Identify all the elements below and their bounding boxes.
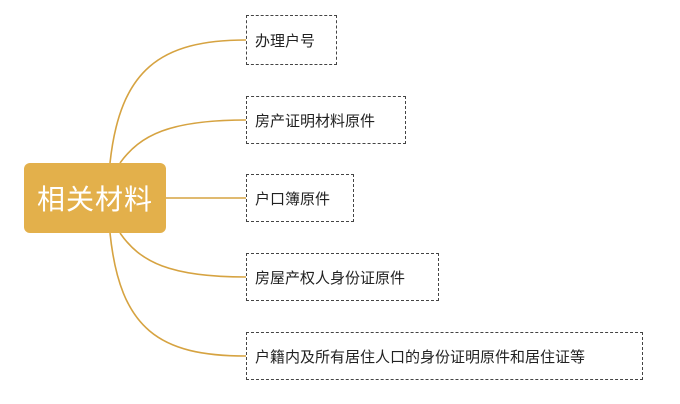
leaf-label: 户籍内及所有居住人口的身份证明原件和居住证等 bbox=[255, 347, 586, 366]
leaf-node: 房产证明材料原件 bbox=[246, 96, 406, 144]
leaf-label: 户口簿原件 bbox=[255, 189, 331, 208]
leaf-node: 办理户号 bbox=[246, 15, 337, 65]
leaf-node: 户口簿原件 bbox=[246, 174, 354, 222]
leaf-node: 房屋产权人身份证原件 bbox=[246, 253, 439, 301]
leaf-label: 房产证明材料原件 bbox=[255, 111, 376, 130]
leaf-label: 房屋产权人身份证原件 bbox=[255, 268, 406, 287]
root-label: 相关材料 bbox=[36, 183, 153, 216]
connector-line bbox=[109, 232, 247, 357]
connector-line bbox=[119, 119, 247, 164]
leaf-node: 户籍内及所有居住人口的身份证明原件和居住证等 bbox=[246, 332, 643, 380]
root-node: 相关材料 bbox=[24, 163, 166, 233]
connector-line bbox=[109, 39, 247, 164]
connector-line bbox=[119, 232, 247, 278]
leaf-label: 办理户号 bbox=[255, 31, 316, 50]
